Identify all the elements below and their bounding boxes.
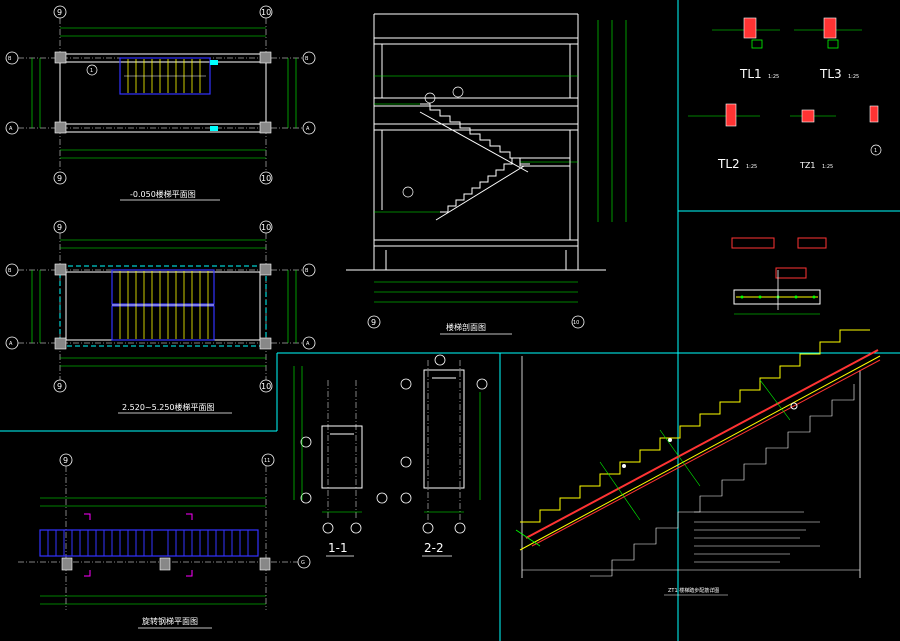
plan-upper-floor: 9 10 9 10 B A B A [5, 220, 316, 414]
drawing-title: ZT1 楼梯踏步配筋详图 [668, 587, 719, 594]
beam-scale: 1:25 [768, 74, 779, 80]
axis-label: 10 [261, 8, 271, 17]
axis-label: A [9, 126, 13, 132]
beam-scale: 1:25 [746, 164, 757, 170]
axis-label: B [305, 268, 309, 274]
section-label: 2-2 [424, 541, 444, 555]
axis-label: 1 [874, 148, 877, 154]
axis-label: 9 [57, 8, 62, 17]
plan-ground-floor: 9 10 9 10 B A B A [5, 5, 316, 201]
svg-text:1: 1 [90, 68, 93, 74]
drawing-title: 楼梯剖面图 [446, 322, 486, 332]
beam-label: TL1 [739, 67, 762, 81]
axis-label: 9 [371, 318, 376, 327]
axis-label: 9 [57, 382, 62, 391]
section-label: 1-1 [328, 541, 348, 555]
beam-scale: 1:25 [822, 164, 833, 170]
axis-label: 9 [57, 223, 62, 232]
stair-section: 9 10 楼梯剖面图 [346, 13, 627, 335]
drawing-title: -0.050楼梯平面图 [130, 189, 196, 199]
beam-label: TL2 [717, 157, 740, 171]
axis-label: B [8, 268, 12, 274]
drawing-title: 2.520~5.250楼梯平面图 [122, 402, 215, 412]
sections-11-22: 1-1 2-2 [293, 354, 488, 557]
drawing-title: 旋转钢梯平面图 [142, 616, 198, 626]
step-detail [731, 237, 827, 315]
axis-label: B [305, 56, 309, 62]
axis-label: A [9, 341, 13, 347]
axis-label: 10 [261, 382, 271, 391]
axis-label: 10 [261, 223, 271, 232]
axis-label: 10 [261, 174, 271, 183]
plan-spiral-stair: 9 11 G [18, 453, 311, 629]
axis-label: A [306, 126, 310, 132]
axis-label: 9 [57, 174, 62, 183]
beam-label: TL3 [819, 67, 842, 81]
axis-label: 9 [63, 456, 68, 465]
stringer-detail: ZT1 楼梯踏步配筋详图 [515, 329, 881, 596]
axis-label: B [8, 56, 12, 62]
beam-details: 1 TL1 1:25 TL3 1:25 TL2 1:25 TZ1 1:25 [688, 17, 882, 171]
axis-label: 11 [264, 458, 270, 464]
axis-markers [5, 5, 316, 185]
axis-label: 10 [573, 320, 579, 326]
axis-label: A [306, 341, 310, 347]
beam-label: TZ1 [799, 161, 815, 170]
beam-scale: 1:25 [848, 74, 859, 80]
axis-label: G [301, 560, 305, 566]
